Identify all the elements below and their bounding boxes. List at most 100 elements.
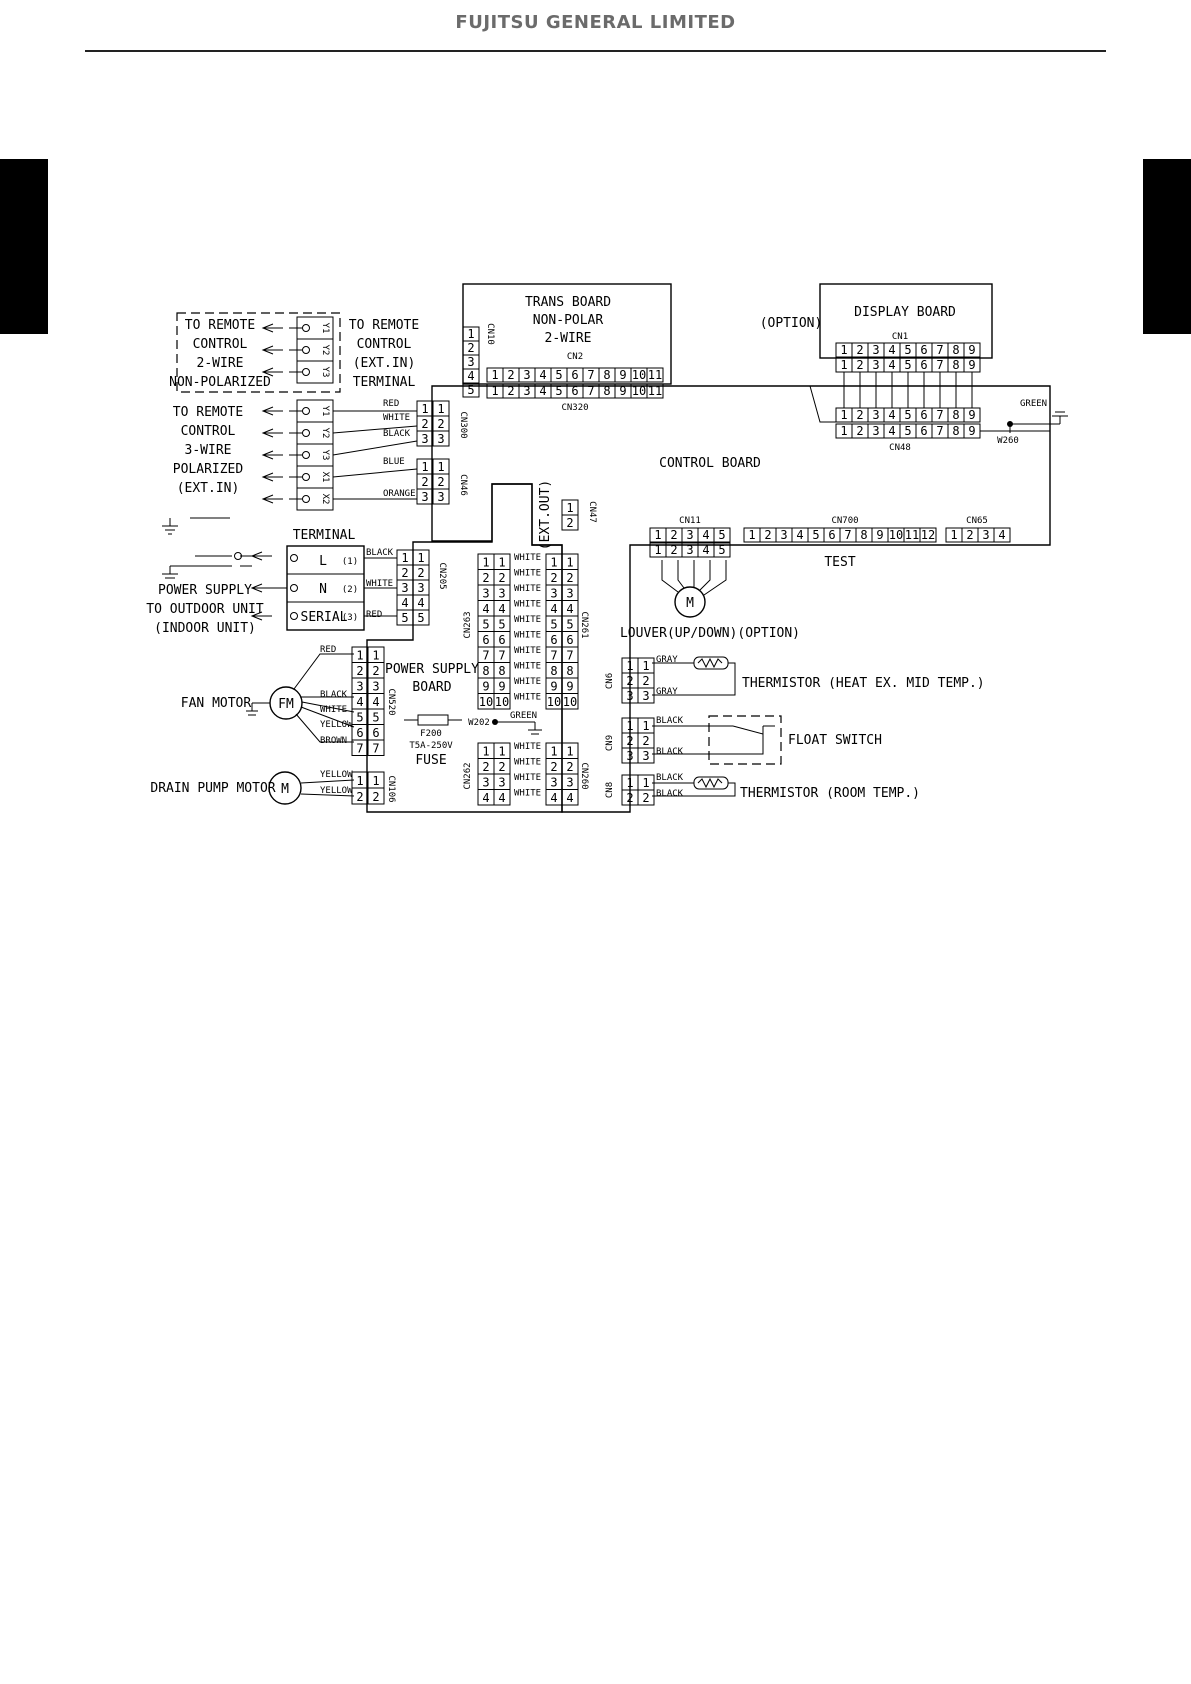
cn300-connector-pin-box [432,430,450,447]
cn262-label: CN262 [463,762,473,789]
louver-label: LOUVER(UP/DOWN)(OPTION) [620,626,800,641]
cn320-connector-pin-number: 3 [523,384,530,398]
cn1-lower-connector-pin-number: 5 [904,358,911,372]
cn48-upper-connector-pin-number: 2 [856,408,863,422]
cn46-left-connector: 123 [416,458,434,505]
terminal-n: N [319,582,327,597]
wire-white-label: WHITE [383,413,410,423]
wire-green-label: GREEN [510,711,537,721]
cn2-connector-pin-number: 2 [507,368,514,382]
cn261-connector-pin-number: 1 [550,556,557,570]
cn46-left-connector-pin-number: 2 [421,475,428,489]
cn2-connector-pin-number: 8 [603,368,610,382]
cn263-connector-pin-number: 5 [498,618,505,632]
cn8-connector-pin-number: 1 [626,776,633,790]
cn520-left-connector-pin-number: 1 [356,649,363,663]
cn320-connector-pin-number: 10 [632,384,646,398]
cn8-connector: 12 [621,774,639,806]
svg-text:TO REMOTE: TO REMOTE [173,405,243,420]
svg-text:TO REMOTE: TO REMOTE [349,318,419,333]
cn520-connector-pin-number: 1 [372,649,379,663]
cn48-connector-pin-number: 9 [968,424,975,438]
cn261-right-connector-pin-number: 5 [566,618,573,632]
cn65-connector-pin-box [993,527,1011,543]
cn263-connector-pin-number: 1 [498,556,505,570]
remote-ext-in-text: TO REMOTE CONTROL (EXT.IN) TERMINAL [349,318,419,390]
cn700-connector-pin-number: 9 [876,528,883,542]
cn1-connector-pin-box [963,342,981,358]
cn6-right-connector-pin-number: 3 [642,689,649,703]
cn260-connector-pin-number: 2 [550,760,557,774]
w260-ground [1007,411,1068,433]
wire-white-label: WHITE [514,600,541,610]
svg-text:TERMINAL: TERMINAL [353,375,416,390]
cn48-upper-connector-pin-number: 4 [888,408,895,422]
cn6-right-connector-pin-number: 1 [642,659,649,673]
cn11-connector-pin-number: 4 [702,543,709,557]
arrow-left-icon [261,323,283,333]
trans-board-title-2: NON-POLAR [533,313,604,328]
cn2-connector-pin-number: 9 [619,368,626,382]
cn11-upper-connector-pin-number: 2 [670,528,677,542]
right-edge-tab [1143,159,1191,334]
cn263-left-connector-pin-number: 1 [482,556,489,570]
wire-black-label: BLACK [320,690,348,700]
cn205-connector-pin-number: 3 [417,581,424,595]
svg-text:(EXT.IN): (EXT.IN) [353,356,416,371]
cn262-connector-pin-number: 4 [498,791,505,805]
cn2-connector-pin-number: 6 [571,368,578,382]
arrow-left-icon [261,367,283,377]
cn2-label: CN2 [567,352,583,362]
cn261-connector-pin-number: 8 [550,664,557,678]
cn700-connector-pin-number: 12 [921,528,935,542]
cn263-left-connector-pin-number: 5 [482,618,489,632]
fuse-id: F200 [420,729,442,739]
cn700-connector-pin-number: 6 [828,528,835,542]
company-name: FUJITSU GENERAL LIMITED [455,12,736,33]
wire-white-label: WHITE [514,553,541,563]
svg-text:CONTROL: CONTROL [181,424,236,439]
cn10-connector-pin-number: 5 [467,383,474,397]
cn2-connector-pin-box [646,367,664,383]
wire-red-label: RED [366,610,382,620]
cn700-connector-pin-number: 1 [748,528,755,542]
cn261-right-connector-pin-number: 1 [566,556,573,570]
cn106-left-connector-pin-number: 2 [356,790,363,804]
float-switch-label: FLOAT SWITCH [788,733,882,748]
remote-top-terminal-screw-icon [302,346,310,354]
cn260-label: CN260 [579,762,589,789]
cn262-connector-pin-box [493,789,511,806]
trans-board-title-3: 2-WIRE [545,331,592,346]
cn520-connector-pin-number: 6 [372,726,379,740]
float-switch-icon [652,715,782,765]
cn261-connector-pin-number: 7 [550,649,557,663]
cn8-connector-pin-number: 2 [626,791,633,805]
cn205-left-connector-pin-number: 2 [401,566,408,580]
cn11-upper-connector-pin-number: 4 [702,528,709,542]
cn47-connector-pin-number: 1 [566,501,573,515]
wire-black-label: BLACK [656,747,684,757]
cn260-right-connector-pin-number: 1 [566,745,573,759]
cn320-connector-pin-number: 4 [539,384,546,398]
cn263-connector-pin-number: 8 [498,664,505,678]
remote-top-terminal-label: Y3 [320,367,330,378]
cn6-label: CN6 [605,673,615,689]
cn9-right-connector-pin-box [637,747,655,764]
cn47-connector-pin-box [561,514,579,531]
cn320-connector-pin-number: 6 [571,384,578,398]
wire-black-label: BLACK [656,716,684,726]
cn300-left-connector: 123 [416,400,434,447]
arrow-left-icon [250,611,272,621]
cn1-connector-pin-number: 9 [968,343,975,357]
cn48-upper-connector-pin-number: 5 [904,408,911,422]
cn205-connector-pin-box [412,609,430,626]
cn520-connector-pin-number: 2 [372,664,379,678]
cn47-label: CN47 [587,501,597,523]
